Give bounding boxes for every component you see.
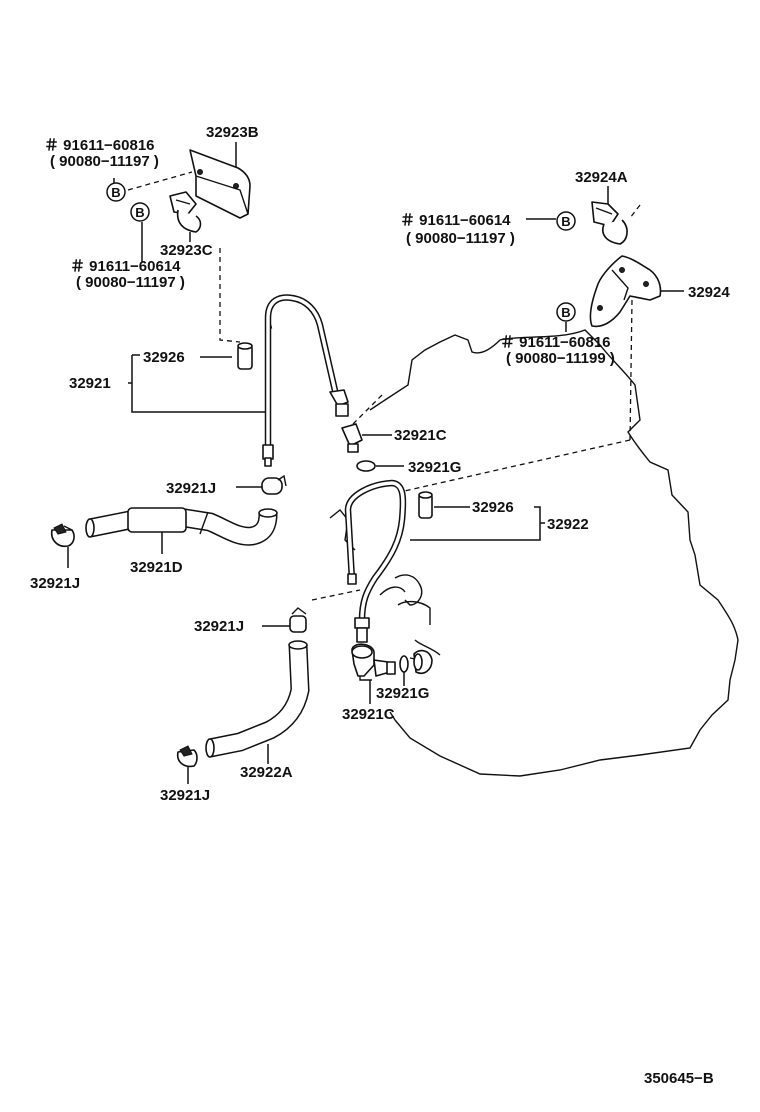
bolt-marker-3: B: [556, 211, 576, 231]
case-port: [413, 649, 433, 675]
label-bolt4-alt: ( 90080−11199 ): [506, 350, 615, 367]
hose-32922A: [205, 640, 310, 758]
figure-code: 350645−B: [644, 1070, 714, 1087]
label-32922: 32922: [547, 516, 589, 533]
label-bolt3-alt: ( 90080−11197 ): [406, 230, 515, 247]
label-32921G-top: 32921G: [408, 459, 461, 476]
svg-text:B: B: [135, 205, 144, 220]
leader-lines: [67, 142, 684, 784]
label-32924A: 32924A: [575, 169, 628, 186]
label-32921C-top: 32921C: [394, 427, 447, 444]
label-bolt1-pn: ＃ 91611−60816: [44, 137, 155, 154]
label-32926-top: 32926: [143, 349, 185, 366]
clamp-32921J-mid: [261, 474, 287, 495]
gasket-32921G-low: [399, 655, 409, 673]
label-32921D: 32921D: [130, 559, 183, 576]
label-32921: 32921: [69, 375, 111, 392]
alignment-lines: [127, 171, 641, 661]
label-32921G-low: 32921G: [376, 685, 429, 702]
label-32921J-left: 32921J: [30, 575, 80, 592]
grommet-32926-top: [237, 342, 253, 370]
clip-32923C: [169, 191, 202, 233]
bolt-marker-1: B: [106, 182, 126, 202]
label-32921J-upper: 32921J: [194, 618, 244, 635]
label-bolt1-alt: ( 90080−11197 ): [50, 153, 159, 170]
label-32921J-mid: 32921J: [166, 480, 216, 497]
label-32921J-bottom: 32921J: [160, 787, 210, 804]
bolt-marker-2: B: [130, 202, 150, 222]
label-32923B: 32923B: [206, 124, 259, 141]
svg-text:B: B: [111, 185, 120, 200]
part-labels: 32923B ＃ 91611−60816 ( 90080−11197 ) 329…: [30, 124, 730, 1087]
svg-text:B: B: [561, 305, 570, 320]
clamp-32921J-bottom: [176, 745, 198, 768]
bracket-32923B: [189, 149, 251, 219]
transmission-case: [329, 329, 739, 777]
bolt-marker-4: B: [556, 302, 576, 322]
clamp-32921J-left: [50, 523, 75, 548]
bracket-32924: [589, 255, 662, 328]
label-32926-mid: 32926: [472, 499, 514, 516]
label-bolt2-alt: ( 90080−11197 ): [76, 274, 185, 291]
cooler-tube-32922: [344, 479, 407, 643]
label-32923C: 32923C: [160, 242, 213, 259]
label-bolt4-pn: ＃ 91611−60816: [500, 334, 611, 351]
grommet-32926-mid: [418, 491, 433, 519]
hose-32921D: [85, 507, 278, 546]
union-32921C-low: [351, 643, 396, 681]
label-bolt3-pn: ＃ 91611−60614: [400, 212, 511, 229]
label-32921C-low: 32921C: [342, 706, 395, 723]
label-32922A: 32922A: [240, 764, 293, 781]
clamp-32921J-upper: [289, 607, 307, 633]
svg-text:B: B: [561, 214, 570, 229]
union-32921C-top: [341, 423, 363, 453]
cooler-tube-32921: [262, 294, 349, 467]
label-32924: 32924: [688, 284, 730, 301]
gasket-32921G-top: [356, 460, 376, 472]
clip-32924A: [591, 201, 628, 245]
label-bolt2-pn: ＃ 91611−60614: [70, 258, 181, 275]
